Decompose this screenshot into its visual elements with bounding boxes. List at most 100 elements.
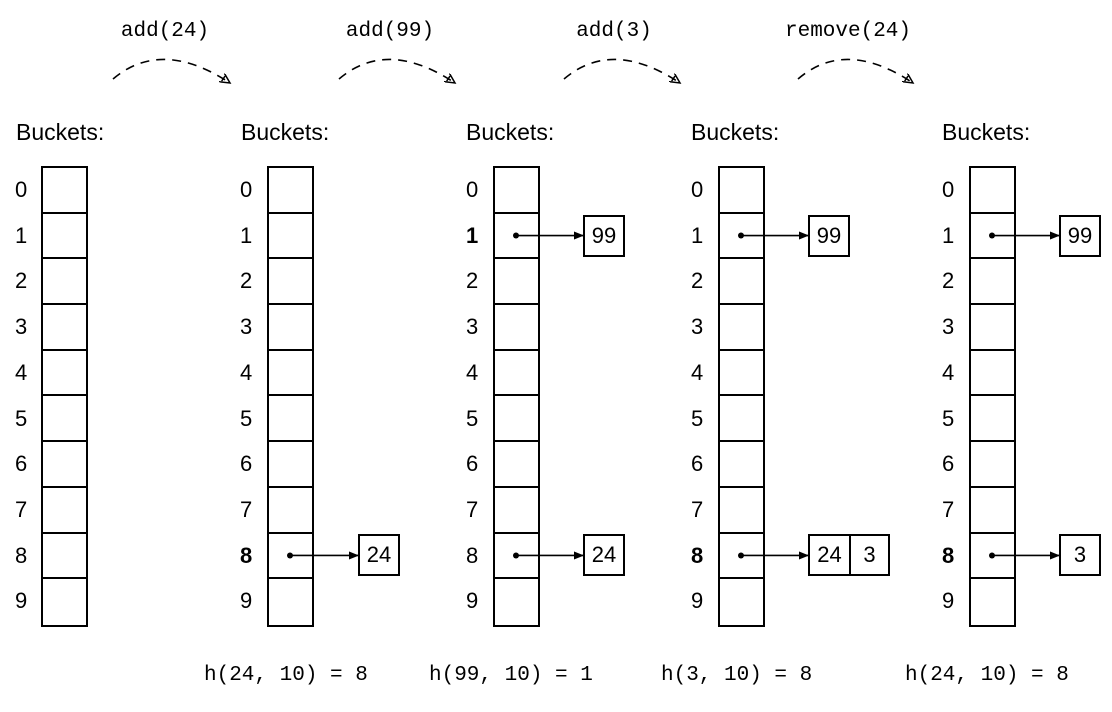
operation-label-add-24: add(24) (120, 20, 210, 43)
bucket-index-label: 4 (240, 359, 253, 385)
bucket-cell-2 (495, 259, 538, 306)
bucket-index-label: 0 (15, 177, 28, 202)
operation-label-add-3: add(3) (576, 20, 652, 43)
bucket-cell-3 (720, 305, 763, 351)
bucket-index-label: 4 (15, 359, 28, 385)
buckets-title: Buckets: (466, 119, 555, 145)
bucket-index-label: 7 (691, 496, 704, 522)
bucket-cell-8 (720, 534, 763, 580)
bucket-cell-7 (269, 488, 312, 534)
operation-label-remove-24: remove(24) (784, 20, 912, 43)
bucket-index-label: 9 (15, 588, 28, 614)
bucket-index-label: 1 (942, 222, 955, 248)
transition-arrow-icon (338, 58, 455, 83)
chain-node: 99 (583, 214, 625, 257)
bucket-cell-0 (720, 168, 763, 214)
bucket-index-label: 9 (942, 588, 955, 614)
bucket-cell-8 (495, 534, 538, 580)
hash-result-1: h(24, 10) = 8 (204, 664, 368, 687)
hash-result-2: h(99, 10) = 1 (429, 664, 593, 687)
bucket-index-label: 2 (15, 268, 28, 294)
bucket-cell-3 (269, 305, 312, 351)
bucket-index-label: 8 (942, 542, 955, 568)
bucket-cell-4 (43, 351, 86, 397)
bucket-index-label: 5 (240, 405, 253, 431)
bucket-cell-5 (269, 396, 312, 443)
bucket-cell-7 (971, 488, 1014, 534)
bucket-index-label: 5 (942, 405, 955, 431)
bucket-index-label: 6 (240, 451, 253, 477)
transition-arrow-icon (797, 58, 913, 83)
buckets-title: Buckets: (241, 119, 330, 145)
bucket-cell-7 (43, 488, 86, 534)
bucket-index-label: 9 (240, 588, 253, 614)
bucket-index-label: 3 (691, 314, 704, 340)
bucket-cell-3 (43, 305, 86, 351)
bucket-index-label: 7 (942, 496, 955, 522)
bucket-cell-9 (43, 579, 86, 625)
bucket-index-label: 6 (691, 451, 704, 477)
bucket-index-label: 7 (240, 496, 253, 522)
bucket-index-label: 2 (466, 268, 479, 294)
bucket-index-label: 5 (691, 405, 704, 431)
bucket-cell-7 (495, 488, 538, 534)
chain-value: 24 (817, 542, 842, 568)
chain-value: 99 (816, 222, 842, 248)
chain-value: 24 (591, 542, 617, 568)
bucket-index-label: 4 (942, 359, 955, 385)
bucket-cell-5 (720, 396, 763, 443)
bucket-index-label: 8 (15, 542, 28, 568)
bucket-cell-9 (495, 579, 538, 625)
transition-arrow-icon (112, 58, 230, 83)
transition-arrow-icon (563, 58, 680, 83)
bucket-array (718, 166, 765, 627)
chain-node: 24 (358, 534, 400, 577)
chain-value: 99 (1067, 222, 1093, 248)
bucket-cell-3 (495, 305, 538, 351)
bucket-cell-5 (495, 396, 538, 443)
bucket-index-label: 1 (466, 222, 479, 248)
bucket-array (267, 166, 314, 627)
bucket-index-label: 3 (466, 314, 479, 340)
bucket-index-label: 7 (15, 496, 28, 522)
bucket-array (41, 166, 88, 627)
bucket-cell-0 (269, 168, 312, 214)
bucket-cell-0 (495, 168, 538, 214)
bucket-cell-7 (720, 488, 763, 534)
chain-node: 99 (808, 214, 850, 257)
bucket-cell-2 (971, 259, 1014, 306)
bucket-index-label: 8 (691, 542, 704, 568)
bucket-cell-8 (269, 534, 312, 580)
bucket-cell-1 (495, 214, 538, 260)
bucket-index-label: 0 (691, 177, 704, 202)
chain-node: 3 (1059, 534, 1101, 577)
buckets-title: Buckets: (16, 119, 105, 145)
bucket-cell-9 (269, 579, 312, 625)
bucket-cell-9 (720, 579, 763, 625)
bucket-cell-6 (495, 442, 538, 488)
bucket-array (969, 166, 1016, 627)
chain-node: 24 (583, 534, 625, 577)
bucket-index-label: 8 (240, 542, 253, 568)
bucket-cell-8 (43, 534, 86, 580)
bucket-index-label: 0 (240, 177, 253, 202)
bucket-index-label: 6 (15, 451, 28, 477)
bucket-cell-3 (971, 305, 1014, 351)
buckets-title: Buckets: (942, 119, 1031, 145)
bucket-cell-2 (269, 259, 312, 306)
bucket-index-label: 7 (466, 496, 479, 522)
bucket-index-label: 6 (942, 451, 955, 477)
bucket-cell-6 (43, 442, 86, 488)
buckets-title: Buckets: (691, 119, 780, 145)
bucket-cell-4 (720, 351, 763, 397)
chain-value: 3 (848, 536, 888, 575)
bucket-index-label: 5 (466, 405, 479, 431)
operation-label-add-99: add(99) (345, 20, 435, 43)
chain-value: 3 (1073, 542, 1087, 568)
bucket-cell-2 (720, 259, 763, 306)
bucket-index-label: 0 (466, 177, 479, 202)
bucket-cell-2 (43, 259, 86, 306)
bucket-cell-0 (43, 168, 86, 214)
bucket-index-label: 1 (691, 222, 704, 248)
